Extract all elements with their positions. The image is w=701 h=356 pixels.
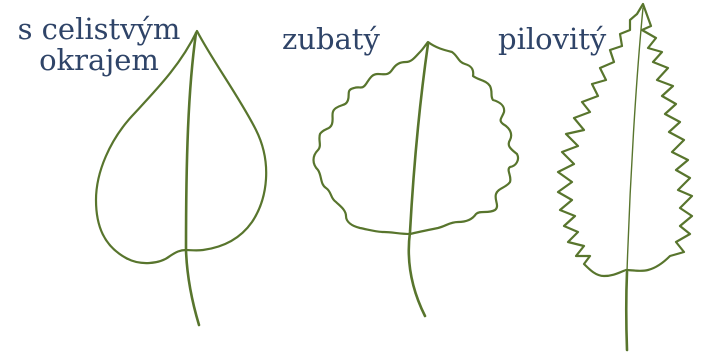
entire-leaf-label: s celistvým okrajem xyxy=(10,14,188,76)
serrate-leaf-petiole xyxy=(626,272,627,350)
entire-leaf-label-line1: s celistvým xyxy=(10,14,188,45)
dentate-leaf-midrib xyxy=(409,44,428,316)
entire-leaf-label-line2: okrajem xyxy=(10,45,188,76)
serrate-leaf-label: pilovitý xyxy=(498,24,606,55)
dentate-leaf-label: zubatý xyxy=(282,24,380,55)
serrate-leaf-midrib xyxy=(627,8,643,272)
entire-leaf-midrib xyxy=(186,33,199,325)
dentate-leaf xyxy=(314,42,519,316)
